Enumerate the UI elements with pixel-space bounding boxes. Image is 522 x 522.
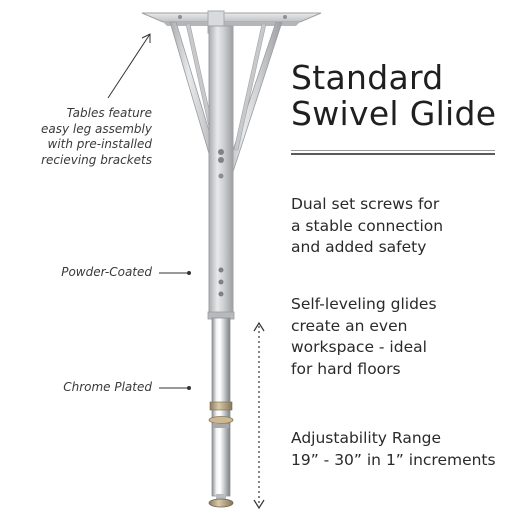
bracket-note-line-4: recieving brackets bbox=[41, 152, 152, 167]
dotted-double-arrow-icon bbox=[253, 321, 265, 510]
chrome-leader-line bbox=[159, 386, 191, 390]
page-title: Standard Swivel Glide bbox=[291, 60, 496, 132]
feature-adjustability-line-2: 19” - 30” in 1” increments bbox=[291, 450, 496, 469]
title-line-1: Standard bbox=[291, 58, 444, 97]
feature-adjustability: Adjustability Range 19” - 30” in 1” incr… bbox=[291, 428, 496, 471]
bracket-note-line-3: with pre-installed bbox=[47, 137, 152, 151]
feature-self-leveling-line-3: workspace - ideal bbox=[291, 338, 427, 356]
feature-set-screws-line-1: Dual set screws for bbox=[291, 195, 440, 213]
feature-set-screws: Dual set screws for a stable connection … bbox=[291, 194, 443, 259]
powder-coated-text: Powder-Coated bbox=[61, 265, 152, 279]
feature-self-leveling: Self-leveling glides create an even work… bbox=[291, 294, 437, 380]
powder-coated-tube bbox=[207, 25, 235, 320]
powder-coated-label: Powder-Coated bbox=[20, 265, 152, 281]
feature-self-leveling-line-4: for hard floors bbox=[291, 359, 401, 378]
title-divider-thick bbox=[291, 153, 495, 155]
title-line-2: Swivel Glide bbox=[291, 94, 497, 133]
chrome-plated-text: Chrome Plated bbox=[63, 380, 152, 394]
bracket-note-line-1: Tables feature bbox=[66, 106, 152, 120]
bracket-note-line-2: easy leg assembly bbox=[40, 121, 152, 136]
title-divider-thin bbox=[291, 150, 495, 151]
bracket-note: Tables feature easy leg assembly with pr… bbox=[20, 106, 152, 168]
chrome-plated-label: Chrome Plated bbox=[20, 380, 152, 396]
arrow-line-icon bbox=[107, 33, 151, 99]
feature-self-leveling-line-1: Self-leveling glides bbox=[291, 295, 437, 313]
chrome-plated-tube bbox=[208, 317, 234, 497]
feature-set-screws-line-3: and added safety bbox=[291, 238, 427, 256]
feature-adjustability-line-1: Adjustability Range bbox=[291, 429, 442, 447]
swivel-glide bbox=[208, 494, 234, 508]
feature-self-leveling-line-2: create an even bbox=[291, 316, 408, 335]
powder-leader-line bbox=[159, 271, 191, 275]
feature-set-screws-line-2: a stable connection bbox=[291, 216, 444, 235]
